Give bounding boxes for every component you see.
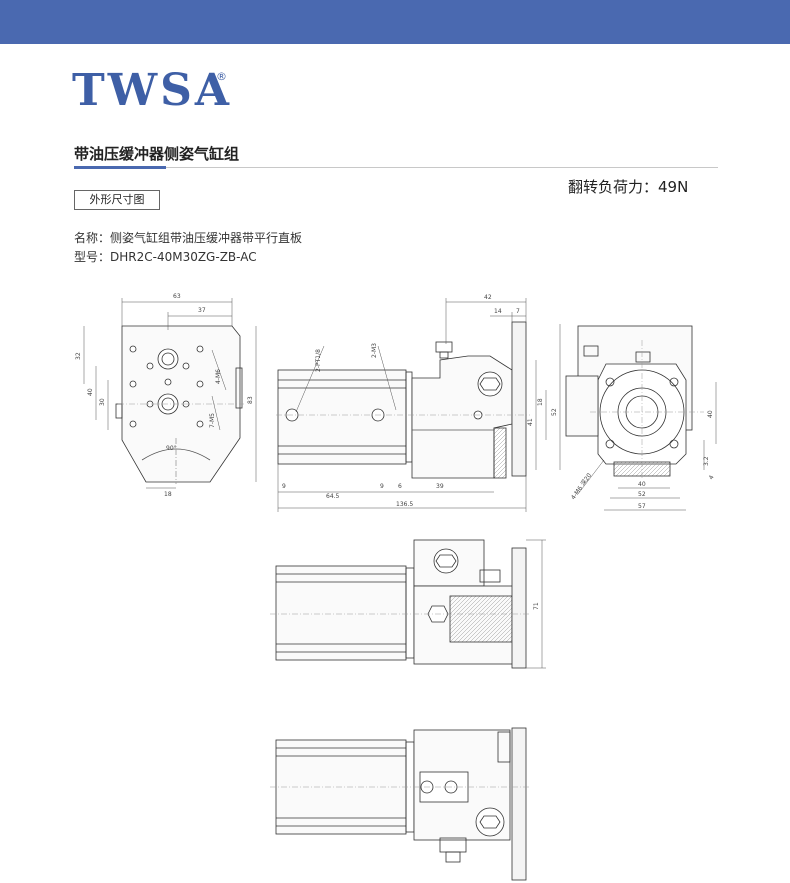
dim-14: 14 xyxy=(494,308,502,315)
dim-136-5: 136.5 xyxy=(396,501,413,508)
dim-4-m6: 4-M6 xyxy=(215,369,222,384)
side-view-dims xyxy=(277,298,561,512)
dim-83: 83 xyxy=(247,396,254,404)
dim-30: 30 xyxy=(99,398,106,406)
title-accent-bar xyxy=(74,166,166,169)
product-name: 名称：侧姿气缸组带油压缓冲器带平行直板 xyxy=(74,231,303,245)
dim-40-end: 40 xyxy=(707,410,714,418)
dim-9-a: 9 xyxy=(282,483,286,490)
dim-2-m3: 2-M3 xyxy=(371,343,378,358)
left-view xyxy=(115,325,244,484)
dim-40: 40 xyxy=(87,388,94,396)
dim-41: 41 xyxy=(527,418,534,426)
dim-18-side: 18 xyxy=(537,398,544,406)
dim-3-2: 3.2 xyxy=(703,456,710,466)
dim-4-m6-depth: 4-M6 深20 xyxy=(569,471,593,501)
drawing-tag: 外形尺寸图 xyxy=(74,190,160,210)
left-view-labels: 63 37 32 40 30 4-M6 7-M5 83 90° 18 xyxy=(75,293,254,498)
load-rating: 翻转负荷力：49N xyxy=(568,178,689,196)
dim-7: 7 xyxy=(516,308,520,315)
brand-logo: TWSA xyxy=(72,65,233,116)
dim-57: 57 xyxy=(638,503,646,510)
top-view xyxy=(270,539,530,669)
dim-18: 18 xyxy=(164,491,172,498)
dim-7-m5: 7-M5 xyxy=(209,413,216,428)
top-view-dims xyxy=(526,539,546,669)
dim-40-end-b: 40 xyxy=(638,481,646,488)
dim-52-end: 52 xyxy=(638,491,646,498)
registered-mark: ® xyxy=(216,70,227,83)
dim-52-side: 52 xyxy=(551,408,558,416)
dim-4: 4 xyxy=(708,474,716,481)
title-divider xyxy=(74,167,718,168)
dim-90deg: 90° xyxy=(166,445,177,452)
dim-37: 37 xyxy=(198,307,206,314)
product-title: 带油压缓冲器侧姿气缸组 xyxy=(74,145,240,163)
end-view xyxy=(565,325,704,480)
dim-9-b: 9 xyxy=(380,483,384,490)
bottom-view xyxy=(270,727,530,881)
dim-39: 39 xyxy=(436,483,444,490)
dim-2-pt18: 2-PT1/8 xyxy=(315,349,322,372)
top-view-labels: 71 xyxy=(533,602,540,610)
left-view-dims xyxy=(83,298,257,489)
side-view-labels: 2-PT1/8 2-M3 42 14 7 18 41 52 9 64.5 9 6… xyxy=(282,294,558,508)
end-view-dims xyxy=(577,382,717,511)
dim-32: 32 xyxy=(75,352,82,360)
product-model: 型号：DHR2C-40M30ZG-ZB-AC xyxy=(74,250,257,264)
dim-42: 42 xyxy=(484,294,492,301)
dim-64-5: 64.5 xyxy=(326,493,340,500)
dim-63: 63 xyxy=(173,293,181,300)
dim-6: 6 xyxy=(398,483,402,490)
top-banner xyxy=(0,0,790,44)
dim-71: 71 xyxy=(533,602,540,610)
side-view xyxy=(276,321,530,479)
